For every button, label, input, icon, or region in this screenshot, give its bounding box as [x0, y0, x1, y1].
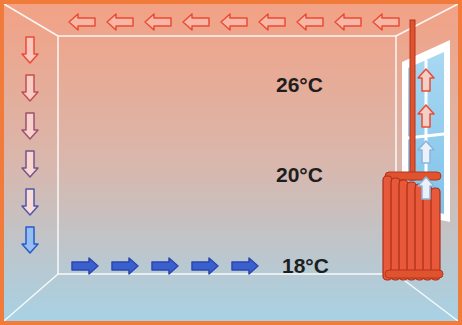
airflow-arrow — [335, 14, 361, 30]
airflow-arrow — [22, 113, 38, 139]
airflow-arrow — [232, 258, 258, 274]
airflow-arrow — [183, 14, 209, 30]
frame — [2, 2, 460, 323]
radiator-pipe — [410, 20, 415, 180]
airflow-arrow — [22, 37, 38, 63]
airflow-arrow — [418, 105, 434, 127]
airflow-arrows — [22, 14, 434, 274]
airflow-arrow — [145, 14, 171, 30]
airflow-arrow — [72, 258, 98, 274]
airflow-arrow — [221, 14, 247, 30]
airflow-arrow — [259, 14, 285, 30]
radiator-fin — [431, 188, 440, 280]
airflow-arrow — [22, 189, 38, 215]
temperature-label: 18°C — [282, 255, 329, 276]
airflow-arrow — [373, 14, 399, 30]
radiator-pipe — [385, 270, 443, 278]
airflow-arrow — [112, 258, 138, 274]
airflow-arrow — [418, 69, 434, 91]
airflow-arrow — [152, 258, 178, 274]
airflow-arrow — [22, 75, 38, 101]
airflow-arrow — [192, 258, 218, 274]
airflow-arrow — [418, 177, 434, 199]
airflow-arrow — [297, 14, 323, 30]
airflow-arrow — [69, 14, 95, 30]
airflow-arrow — [22, 227, 38, 253]
airflow-arrow — [418, 141, 434, 163]
airflow-arrow — [22, 151, 38, 177]
temperature-label: 26°C — [276, 74, 323, 95]
radiator — [383, 172, 443, 280]
temperature-label: 20°C — [276, 164, 323, 185]
airflow-arrow — [107, 14, 133, 30]
room-edges — [4, 4, 458, 321]
